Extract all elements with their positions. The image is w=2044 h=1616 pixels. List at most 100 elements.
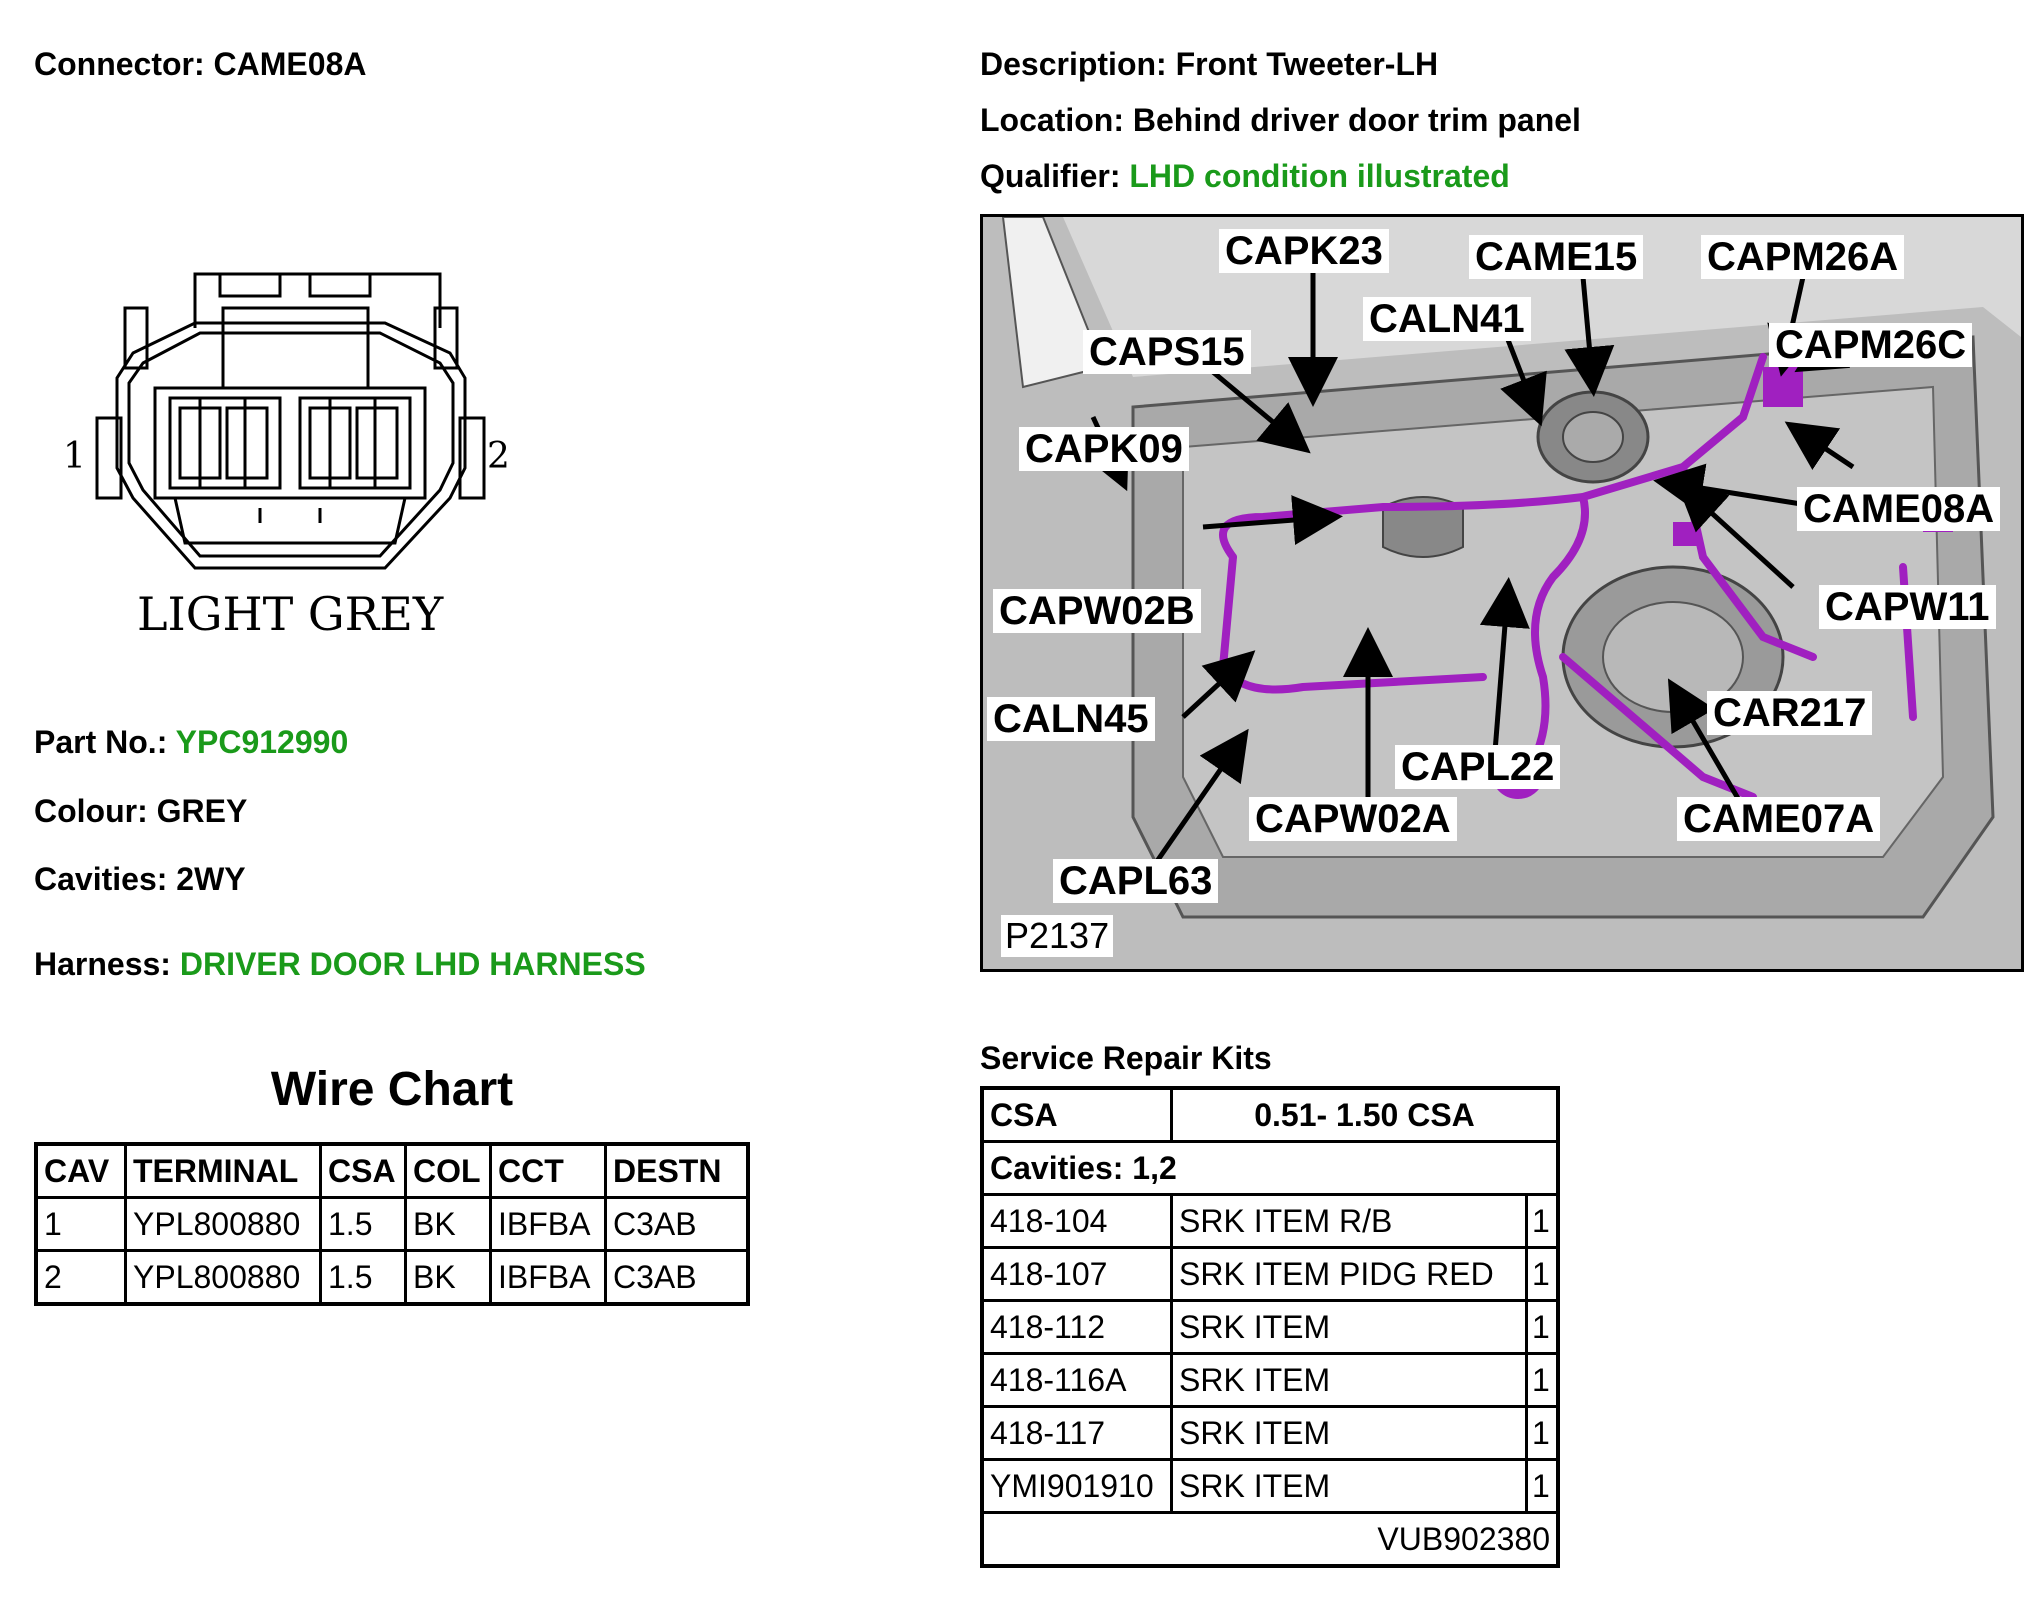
kit-part: 418-107: [980, 1246, 1173, 1302]
cell-csa: 1.5: [319, 1196, 407, 1252]
connector-value: CAME08A: [213, 46, 367, 82]
header-cct: CCT: [489, 1142, 607, 1199]
callout-CALN41: CALN41: [1363, 297, 1531, 341]
harness-value: DRIVER DOOR LHD HARNESS: [179, 946, 646, 982]
cavities-value: 2WY: [176, 861, 246, 897]
callout-CALN45: CALN45: [987, 697, 1155, 741]
table-row: 418-116A SRK ITEM 1: [980, 1352, 1560, 1408]
kit-desc: SRK ITEM PIDG RED: [1170, 1246, 1528, 1302]
callout-CAPS15: CAPS15: [1083, 330, 1251, 374]
callout-CAPL63: CAPL63: [1053, 859, 1219, 903]
qualifier-value: LHD condition illustrated: [1129, 158, 1510, 194]
table-row: 2 YPL800880 1.5 BK IBFBA C3AB: [34, 1249, 750, 1306]
kit-desc: SRK ITEM R/B: [1170, 1193, 1528, 1249]
kit-part: 418-104: [980, 1193, 1173, 1249]
header-csa: CSA: [319, 1142, 407, 1199]
colour-line: Colour: GREY: [34, 791, 247, 831]
description-value: Front Tweeter-LH: [1175, 46, 1439, 82]
kit-qty: 1: [1525, 1193, 1560, 1249]
csa-label: CSA: [980, 1086, 1173, 1143]
kits-cavities: Cavities: 1,2: [980, 1140, 1560, 1196]
cell-col: BK: [404, 1196, 492, 1252]
part-no-value: YPC912990: [175, 724, 349, 760]
cell-destn: C3AB: [604, 1196, 750, 1252]
callout-CAME08A: CAME08A: [1797, 487, 2001, 531]
description-line: Description: Front Tweeter-LH: [980, 44, 1438, 84]
tab-right: [458, 416, 486, 500]
table-row: 418-107 SRK ITEM PIDG RED 1: [980, 1246, 1560, 1302]
colour-value: GREY: [156, 793, 248, 829]
kit-qty: 1: [1525, 1352, 1560, 1408]
part-no-line: Part No.: YPC912990: [34, 722, 348, 762]
service-kits-table: CSA 0.51- 1.50 CSA Cavities: 1,2 418-104…: [980, 1086, 1560, 1568]
kit-qty: 1: [1525, 1299, 1560, 1355]
callout-CAPL22: CAPL22: [1395, 745, 1561, 789]
tab-left-top: [123, 306, 149, 370]
colour-label: Colour:: [34, 793, 148, 829]
latch-right: [308, 272, 372, 298]
shell-inner: [127, 331, 455, 558]
tab-right-top: [433, 306, 459, 370]
pin-1-label: 1: [63, 436, 86, 477]
callout-CAPW02A: CAPW02A: [1249, 797, 1457, 841]
description-label: Description:: [980, 46, 1167, 82]
kit-part: 418-116A: [980, 1352, 1173, 1408]
table-row: 418-112 SRK ITEM 1: [980, 1299, 1560, 1355]
kits-footer: VUB902380: [980, 1511, 1560, 1568]
table-row: 1 YPL800880 1.5 BK IBFBA C3AB: [34, 1196, 750, 1252]
kit-qty: 1: [1525, 1246, 1560, 1302]
kit-part: YMI901910: [980, 1458, 1173, 1514]
table-row: YMI901910 SRK ITEM 1: [980, 1458, 1560, 1514]
header-destn: DESTN: [604, 1142, 750, 1199]
qualifier-label: Qualifier:: [980, 158, 1121, 194]
qualifier-line: Qualifier: LHD condition illustrated: [980, 156, 1510, 196]
door-drawing: [983, 217, 2021, 969]
cell-cav: 1: [34, 1196, 127, 1252]
callout-CAPW02B: CAPW02B: [993, 589, 1201, 633]
harness-label: Harness:: [34, 946, 171, 982]
header-col: COL: [404, 1142, 492, 1199]
kit-qty: 1: [1525, 1458, 1560, 1514]
kit-desc: SRK ITEM: [1170, 1299, 1528, 1355]
kit-desc: SRK ITEM: [1170, 1458, 1528, 1514]
callout-CAME07A: CAME07A: [1677, 797, 1881, 841]
latch-left: [218, 272, 282, 298]
connector-diagram: 1 2 LIGHT GREY: [63, 272, 510, 641]
cell-col: BK: [404, 1249, 492, 1306]
callout-CAPW11: CAPW11: [1819, 585, 1996, 629]
location-label: Location:: [980, 102, 1124, 138]
cell-terminal: YPL800880: [124, 1196, 322, 1252]
cell-destn: C3AB: [604, 1249, 750, 1306]
kit-desc: SRK ITEM: [1170, 1352, 1528, 1408]
cell-cav: 2: [34, 1249, 127, 1306]
latch-body: [221, 306, 370, 390]
tab-left: [95, 416, 123, 500]
colour-caption: LIGHT GREY: [137, 587, 444, 641]
connector-line: Connector: CAME08A: [34, 44, 366, 84]
wire-chart-title: Wire Chart: [270, 1063, 514, 1116]
cell-cct: IBFBA: [489, 1249, 607, 1306]
part-no-label: Part No.:: [34, 724, 168, 760]
callout-CAPM26A: CAPM26A: [1701, 235, 1905, 279]
kit-desc: SRK ITEM: [1170, 1405, 1528, 1461]
header-cav: CAV: [34, 1142, 127, 1199]
cavity-1: [168, 396, 282, 490]
table-row: 418-117 SRK ITEM 1: [980, 1405, 1560, 1461]
callout-CAR217: CAR217: [1707, 691, 1873, 735]
image-ref: P2137: [1001, 915, 1114, 957]
harness-line: Harness: DRIVER DOOR LHD HARNESS: [34, 944, 646, 984]
location-value: Behind driver door trim panel: [1132, 102, 1581, 138]
shell-bottom: [173, 497, 407, 545]
latch-outline: [193, 272, 442, 328]
callout-CAME15: CAME15: [1469, 235, 1644, 279]
cavity-2: [298, 396, 412, 490]
kit-part: 418-112: [980, 1299, 1173, 1355]
callout-CAPK09: CAPK09: [1019, 427, 1189, 471]
location-line: Location: Behind driver door trim panel: [980, 100, 1581, 140]
cell-cct: IBFBA: [489, 1196, 607, 1252]
cavities-line: Cavities: 2WY: [34, 859, 246, 899]
kit-qty: 1: [1525, 1405, 1560, 1461]
shell-outer: [115, 321, 467, 570]
kits-csa-row: CSA 0.51- 1.50 CSA: [980, 1086, 1560, 1143]
connector-label: Connector:: [34, 46, 205, 82]
